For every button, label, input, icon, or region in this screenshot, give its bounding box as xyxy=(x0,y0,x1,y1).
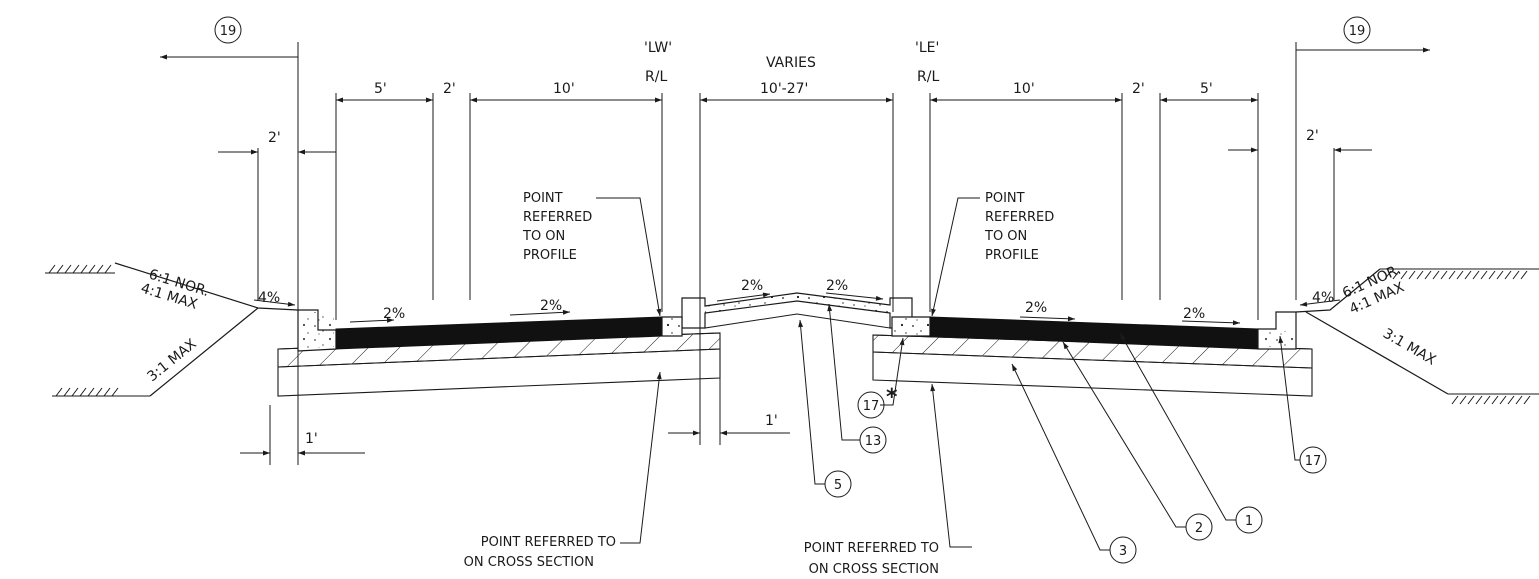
svg-text:2': 2' xyxy=(1306,128,1319,144)
svg-text:ON CROSS SECTION: ON CROSS SECTION xyxy=(809,562,939,577)
left-curb xyxy=(297,309,337,352)
svg-text:REFERRED: REFERRED xyxy=(523,210,592,225)
svg-text:10': 10' xyxy=(553,81,575,97)
svg-text:'LW': 'LW' xyxy=(644,40,672,56)
svg-text:4%: 4% xyxy=(258,290,280,306)
left-median-curb-edge xyxy=(661,316,683,337)
left-side-slopes xyxy=(114,262,299,397)
svg-text:10'-27': 10'-27' xyxy=(760,81,808,97)
svg-text:PROFILE: PROFILE xyxy=(523,248,577,263)
svg-text:REFERRED: REFERRED xyxy=(985,210,1054,225)
callout-17-right: 17 xyxy=(1299,446,1327,474)
note-cross-section-right: POINT REFERRED TO ON CROSS SECTION xyxy=(804,541,939,577)
svg-text:2': 2' xyxy=(1132,81,1145,97)
svg-text:5: 5 xyxy=(834,478,842,493)
dimension-lines xyxy=(160,47,1430,456)
svg-text:'LE': 'LE' xyxy=(915,40,939,56)
callout-19-right: 19 xyxy=(1343,16,1371,44)
ground-symbol-left-top xyxy=(45,264,115,274)
callout-13: 13 xyxy=(859,426,887,454)
svg-text:TO ON: TO ON xyxy=(522,229,565,244)
svg-text:3: 3 xyxy=(1119,544,1127,559)
svg-text:POINT: POINT xyxy=(985,191,1025,206)
callout-3: 3 xyxy=(1109,536,1137,564)
callout-2: 2 xyxy=(1185,513,1213,541)
note-point-profile-right: POINT REFERRED TO ON PROFILE xyxy=(984,191,1054,263)
right-curb xyxy=(1257,311,1297,350)
svg-text:19: 19 xyxy=(1349,24,1366,39)
note-cross-section-left: POINT REFERRED TO ON CROSS SECTION xyxy=(464,535,616,570)
svg-text:R/L: R/L xyxy=(917,69,939,85)
svg-text:2%: 2% xyxy=(383,306,405,322)
callout-19-left: 19 xyxy=(214,16,242,44)
svg-text:2': 2' xyxy=(268,130,281,146)
svg-text:10': 10' xyxy=(1013,81,1035,97)
svg-text:1: 1 xyxy=(1245,514,1253,529)
ground-symbol-right-bottom xyxy=(1448,393,1539,405)
svg-text:5': 5' xyxy=(374,81,387,97)
right-side-slopes xyxy=(1295,268,1449,395)
svg-text:*: * xyxy=(886,385,898,410)
svg-text:17: 17 xyxy=(1305,454,1322,469)
svg-text:5': 5' xyxy=(1200,81,1213,97)
svg-text:2%: 2% xyxy=(826,278,848,294)
svg-text:1': 1' xyxy=(765,413,778,429)
svg-text:ON CROSS SECTION: ON CROSS SECTION xyxy=(464,555,594,570)
svg-text:2': 2' xyxy=(443,81,456,97)
svg-text:2%: 2% xyxy=(1183,306,1205,322)
svg-text:4%: 4% xyxy=(1312,290,1334,306)
extension-lines xyxy=(257,42,1335,465)
svg-text:R/L: R/L xyxy=(645,69,667,85)
svg-text:TO ON: TO ON xyxy=(984,229,1027,244)
svg-text:2%: 2% xyxy=(1025,300,1047,316)
note-point-profile-left: POINT REFERRED TO ON PROFILE xyxy=(522,191,592,263)
slope-arrows xyxy=(253,292,1341,326)
svg-text:2%: 2% xyxy=(741,278,763,294)
ground-symbol-right-top xyxy=(1380,268,1539,280)
dimension-labels: 5' 2' 10' 'LW' R/L VARIES 10'-27' 'LE' R… xyxy=(268,40,1319,447)
svg-text:2%: 2% xyxy=(540,298,562,314)
callout-5: 5 xyxy=(824,470,852,498)
ground-symbol-left-bottom xyxy=(52,387,150,397)
svg-text:PROFILE: PROFILE xyxy=(985,248,1039,263)
svg-text:2: 2 xyxy=(1195,521,1203,536)
svg-text:13: 13 xyxy=(865,434,882,449)
svg-text:17: 17 xyxy=(863,399,880,414)
svg-text:POINT REFERRED TO: POINT REFERRED TO xyxy=(481,535,616,550)
callout-1: 1 xyxy=(1235,506,1263,534)
svg-text:1': 1' xyxy=(305,431,318,447)
svg-text:3:1 MAX: 3:1 MAX xyxy=(1380,326,1439,369)
svg-text:VARIES: VARIES xyxy=(766,55,816,71)
svg-text:POINT REFERRED TO: POINT REFERRED TO xyxy=(804,541,939,556)
right-median-curb-edge xyxy=(891,316,931,337)
svg-text:POINT: POINT xyxy=(523,191,563,206)
callout-17-mid: 17 * xyxy=(857,385,898,419)
svg-text:19: 19 xyxy=(220,24,237,39)
